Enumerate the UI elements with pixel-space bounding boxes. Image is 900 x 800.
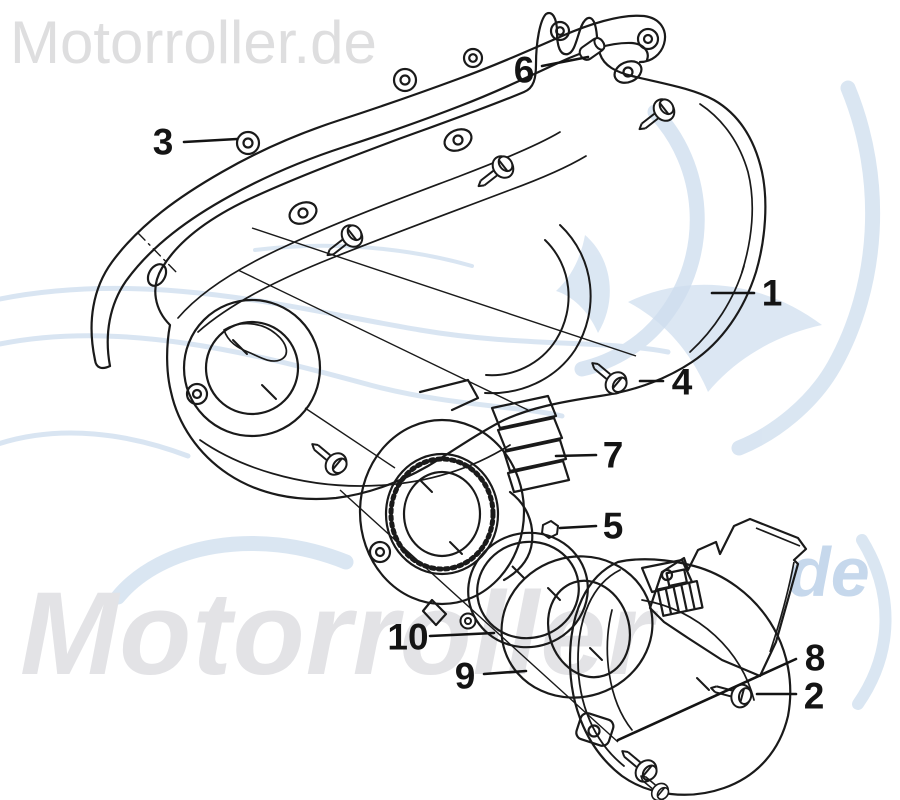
circle-arc-icon bbox=[110, 535, 354, 605]
shroud-rib bbox=[502, 438, 568, 473]
alignment-lines bbox=[237, 227, 637, 743]
wave-line-icon bbox=[0, 333, 565, 419]
rubber-mount-grid bbox=[656, 568, 704, 617]
shroud-rib bbox=[506, 459, 571, 494]
washer-part10 bbox=[459, 612, 477, 630]
watermark-top-left: Motorroller.de bbox=[10, 9, 377, 76]
cover-boss bbox=[443, 128, 473, 152]
callout-7: 7 bbox=[602, 434, 624, 476]
callout-8: 8 bbox=[804, 637, 826, 679]
lower-cover bbox=[568, 558, 792, 796]
leader-line-8 bbox=[616, 657, 798, 742]
gasket-bolt-ear bbox=[462, 47, 484, 69]
leader-line-7 bbox=[554, 453, 598, 458]
filter-ring bbox=[500, 555, 654, 699]
wave-line-icon bbox=[253, 243, 474, 268]
side-plate bbox=[648, 517, 808, 678]
main-cover bbox=[154, 11, 767, 501]
backing-plate bbox=[467, 531, 589, 649]
callout-9: 9 bbox=[454, 655, 476, 697]
wing-shape-icon bbox=[628, 284, 822, 392]
center-dash-line bbox=[137, 232, 179, 275]
callout-2: 2 bbox=[803, 675, 825, 717]
gasket-slot bbox=[146, 263, 168, 287]
cover-lower-boss bbox=[185, 382, 209, 406]
gasket-bolt-ear bbox=[392, 67, 418, 93]
cover-screw bbox=[470, 150, 519, 197]
cover-opening bbox=[182, 298, 322, 438]
callout-3: 3 bbox=[152, 121, 174, 163]
hook-shape-icon bbox=[556, 235, 610, 333]
gasket-end-hook bbox=[636, 27, 660, 51]
swoosh-icon bbox=[731, 80, 881, 456]
leader-line-6 bbox=[540, 55, 590, 68]
shroud-boss bbox=[368, 540, 392, 564]
callout-5: 5 bbox=[602, 505, 624, 547]
cover-screw bbox=[631, 93, 680, 140]
inner-shroud bbox=[358, 378, 571, 627]
leader-line-10 bbox=[428, 631, 496, 638]
shroud-tab bbox=[421, 598, 448, 627]
gasket-outline bbox=[90, 14, 667, 370]
shroud-rib bbox=[490, 394, 558, 430]
cover-screw bbox=[303, 434, 353, 481]
cover-boss bbox=[288, 201, 318, 225]
callout-10: 10 bbox=[387, 616, 429, 658]
callout-1: 1 bbox=[761, 272, 783, 314]
leader-line-3 bbox=[182, 137, 239, 144]
dowel-pin bbox=[578, 37, 606, 61]
gasket-bolt-ear bbox=[235, 130, 261, 156]
leader-line-5 bbox=[558, 524, 598, 530]
shroud-rib bbox=[496, 416, 564, 452]
watermark-bottom-suffix: de bbox=[788, 533, 870, 611]
cover-boss bbox=[613, 60, 643, 84]
swoosh-icon bbox=[852, 534, 892, 710]
callout-6: 6 bbox=[513, 49, 535, 91]
leader-line-9 bbox=[482, 669, 528, 676]
wave-line-icon bbox=[0, 430, 191, 459]
callout-4: 4 bbox=[671, 361, 693, 403]
